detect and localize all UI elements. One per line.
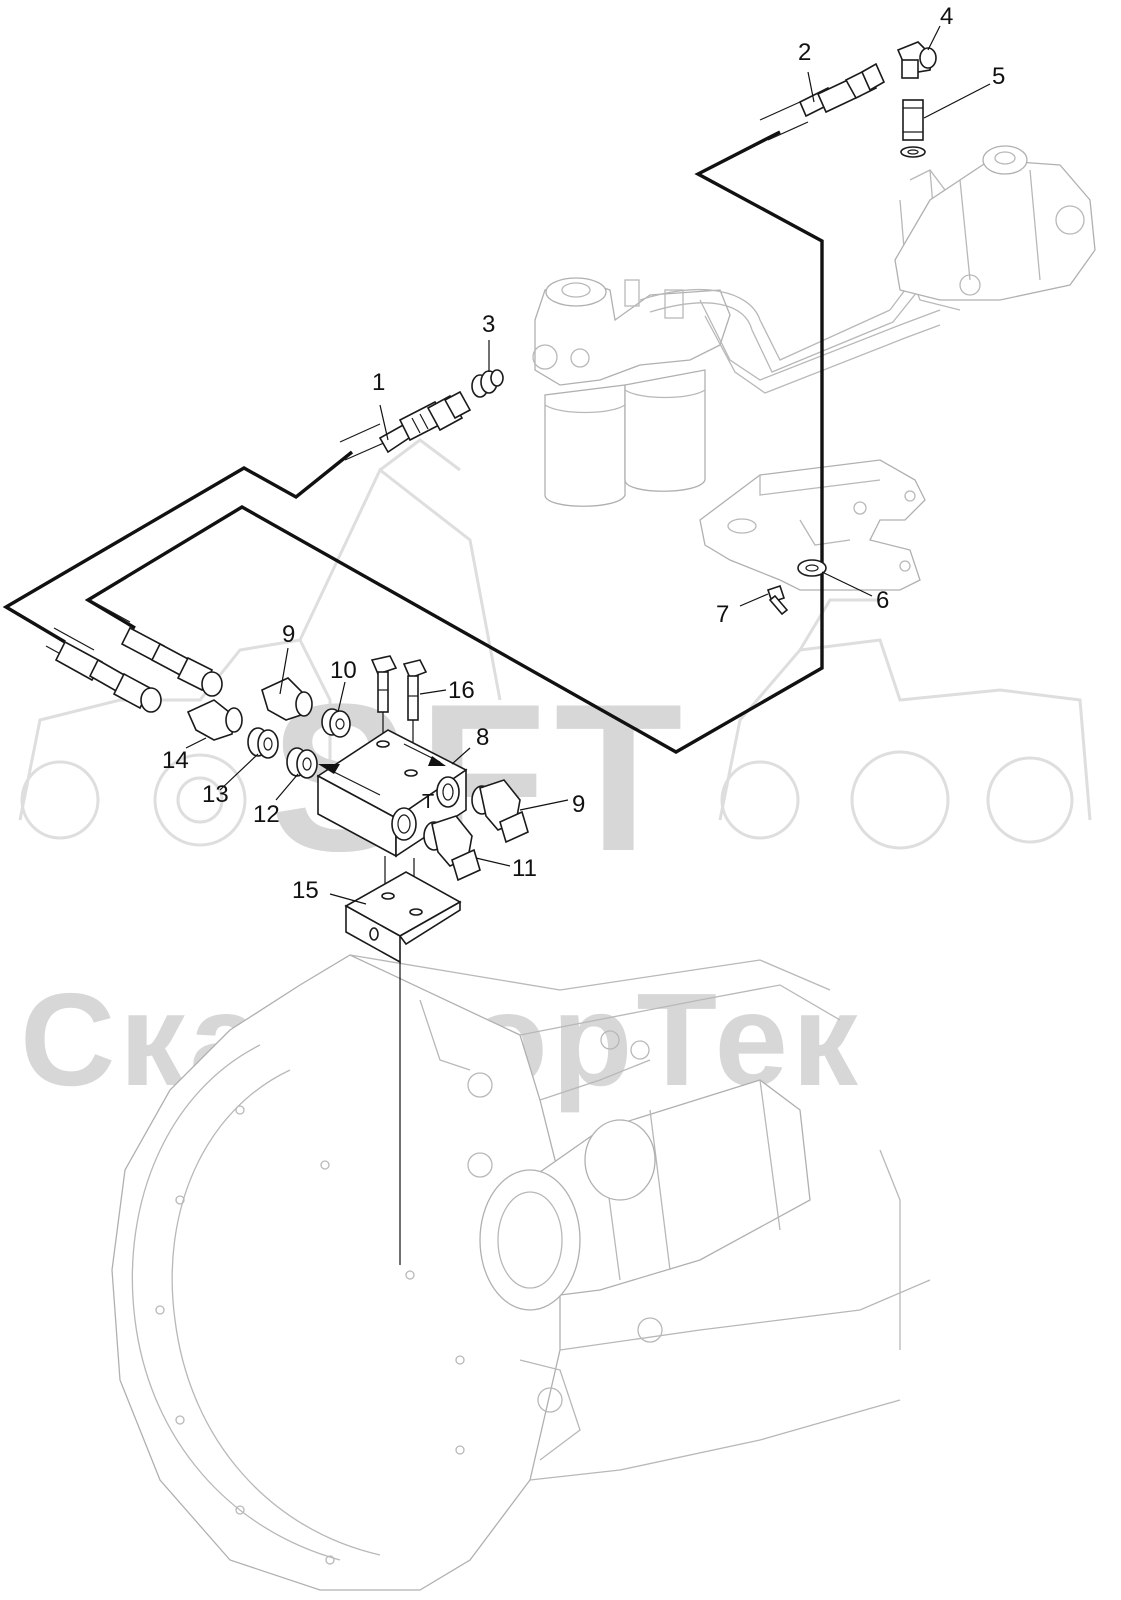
callout-6: 6 <box>876 587 889 614</box>
part-11-elbow <box>423 815 481 882</box>
watermark-tractor-right-icon <box>718 598 1092 850</box>
starter-motor <box>467 1030 811 1413</box>
part-15-bracket <box>344 856 462 1265</box>
part-2-hose-fitting <box>798 62 886 118</box>
callout-7: 7 <box>716 601 729 628</box>
callout-labels: 1 2 3 4 5 6 7 8 9 9 10 11 12 13 14 15 16 <box>162 3 1005 904</box>
part-4-elbow <box>896 41 937 79</box>
callout-9-upper: 9 <box>282 621 295 648</box>
callout-4: 4 <box>940 3 953 30</box>
callout-15: 15 <box>292 877 319 904</box>
left-hose-fittings <box>54 626 223 713</box>
part-8-valve-block: T <box>316 729 468 858</box>
part-13-adapter <box>247 727 279 759</box>
callout-5: 5 <box>992 63 1005 90</box>
callout-3: 3 <box>482 311 495 338</box>
part-16-bolts <box>370 655 428 772</box>
watermark: SFT СканФорТек <box>18 438 1092 1113</box>
callout-14: 14 <box>162 747 189 774</box>
callout-10: 10 <box>330 657 357 684</box>
callout-13: 13 <box>202 781 229 808</box>
part-3-adapter <box>471 369 504 398</box>
route-hose-1 <box>2 450 354 644</box>
callout-8: 8 <box>476 724 489 751</box>
mounting-bracket <box>699 459 926 591</box>
part-9-elbow-lower <box>471 779 529 844</box>
watermark-tractor-left-icon <box>18 438 502 847</box>
block-port-letter: T <box>422 791 434 813</box>
fuel-filter-assembly <box>532 277 731 507</box>
part-6-clamp <box>797 559 827 577</box>
callout-leaders <box>185 25 991 905</box>
callout-1: 1 <box>372 369 385 396</box>
bellhousing-and-starter <box>111 954 931 1591</box>
part-7-bolt <box>766 584 789 616</box>
hose-routing <box>2 101 824 754</box>
route-hose-2 <box>84 130 824 754</box>
callout-9-lower: 9 <box>572 791 585 818</box>
part-14-elbow <box>186 699 243 741</box>
callout-2: 2 <box>798 39 811 66</box>
part-10-adapter <box>321 708 351 738</box>
callout-16: 16 <box>448 677 475 704</box>
housing-bolts <box>155 1105 465 1565</box>
part-12-adapter <box>286 747 318 779</box>
part-1-hose-fitting <box>378 390 472 454</box>
callout-12: 12 <box>253 801 280 828</box>
injection-pump <box>894 145 1096 301</box>
callout-11: 11 <box>512 855 537 882</box>
part-9-elbow-upper <box>261 677 313 721</box>
part-5-spacer <box>900 99 926 158</box>
